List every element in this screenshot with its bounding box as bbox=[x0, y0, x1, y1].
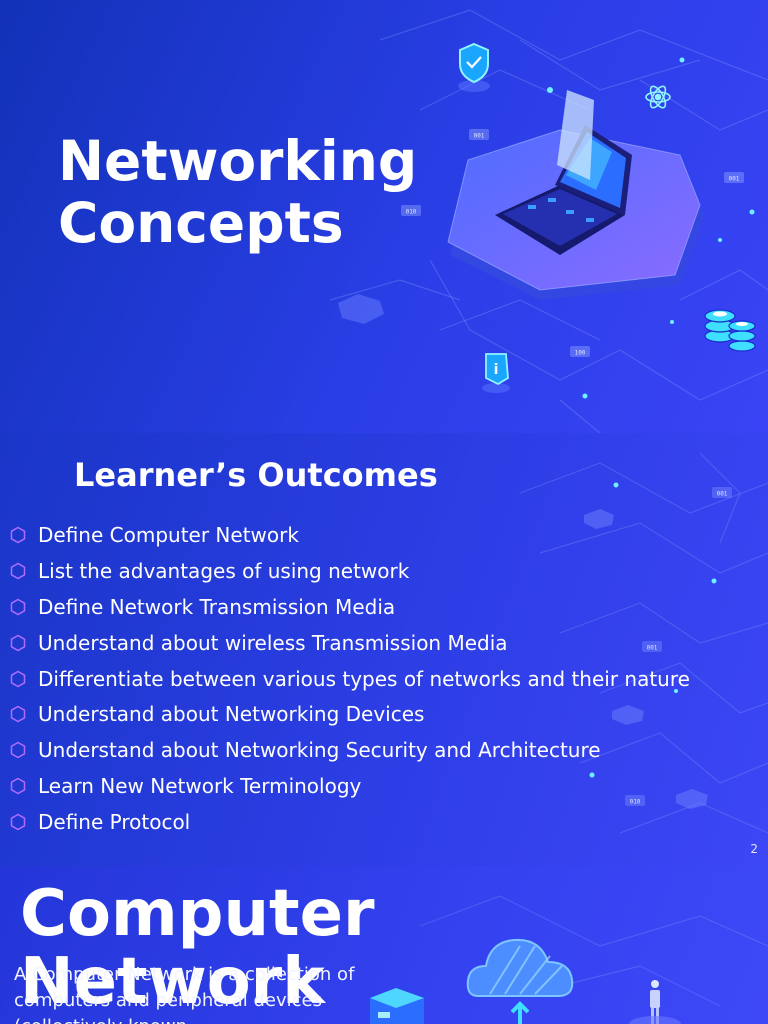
binary-tag-label: 001 bbox=[729, 176, 740, 183]
binary-tag bbox=[712, 487, 732, 498]
database-icon bbox=[704, 309, 756, 352]
hexagon-bullet-icon bbox=[10, 562, 26, 580]
binary-tag bbox=[642, 641, 662, 652]
binary-tag-label: 010 bbox=[630, 799, 641, 806]
outcomes-slide: 001 001 010 Learner’s Outcomes Define Comp… bbox=[0, 433, 768, 866]
outcome-item: Understand about Networking Security and… bbox=[0, 734, 690, 770]
floor-hexagon bbox=[584, 509, 614, 529]
outcome-text: Define Computer Network bbox=[38, 523, 299, 547]
outcome-item: Differentiate between various types of n… bbox=[0, 663, 690, 699]
person-icon bbox=[629, 980, 681, 1024]
circuit-background: 001 001 010 bbox=[519, 452, 768, 834]
outcome-text: Define Protocol bbox=[38, 810, 191, 835]
floor-hexagon bbox=[338, 294, 384, 324]
outcome-text: Differentiate between various types of n… bbox=[38, 666, 690, 691]
binary-tag-label: 001 bbox=[647, 645, 658, 652]
binary-tag bbox=[625, 795, 645, 806]
binary-tag bbox=[570, 346, 590, 357]
binary-tag bbox=[401, 205, 421, 216]
hexagon-bullet-icon bbox=[10, 598, 26, 616]
hexagon-bullet-icon bbox=[10, 813, 26, 831]
outcome-text: Understand about wireless Transmission M… bbox=[38, 630, 508, 655]
binary-tag-label: 100 bbox=[575, 350, 586, 357]
outcome-item: Understand about wireless Transmission M… bbox=[0, 627, 690, 663]
outcome-text: Understand about Networking Devices bbox=[38, 702, 425, 727]
binary-tag-label: 001 bbox=[474, 133, 485, 140]
outcome-item: List the advantages of using network bbox=[0, 555, 690, 591]
outcome-item: Learn New Network Terminology bbox=[0, 770, 690, 806]
server-icon bbox=[370, 988, 424, 1024]
hexagon-bullet-icon bbox=[10, 670, 26, 687]
slide-title: Networking Concepts bbox=[58, 129, 418, 255]
hexagon-bullet-icon bbox=[10, 706, 26, 723]
hexagon-bullet-icon bbox=[10, 777, 26, 795]
floor-hexagon bbox=[612, 705, 644, 725]
title-slide: i 001 010 001 100 Networking Concepts bbox=[0, 0, 768, 433]
hexagon-bullet-icon bbox=[10, 741, 26, 759]
shield-check-icon bbox=[458, 42, 490, 92]
binary-tag bbox=[469, 129, 489, 140]
hexagon-bullet-icon bbox=[10, 526, 26, 544]
outcome-item: Define Computer Network bbox=[0, 519, 690, 555]
page-number: 2 bbox=[750, 842, 758, 856]
binary-tag-label: 010 bbox=[406, 209, 417, 216]
outcome-text: List the advantages of using network bbox=[38, 558, 410, 583]
binary-tag-label: 001 bbox=[717, 491, 728, 498]
network-illustration bbox=[370, 895, 768, 1024]
slide-title: Computer Network bbox=[20, 877, 375, 1019]
network-definition: A Computer Network is a collection of co… bbox=[14, 964, 355, 1024]
floor-hexagon bbox=[676, 789, 708, 809]
svg-text:i: i bbox=[494, 362, 499, 378]
circuit-background: i 001 010 001 100 bbox=[329, 9, 768, 433]
cloud-icon bbox=[466, 938, 574, 1024]
outcome-text: Understand about Networking Security and… bbox=[38, 738, 601, 763]
laptop-illustration bbox=[447, 90, 705, 300]
binary-tag bbox=[724, 172, 744, 183]
atom-icon bbox=[645, 85, 671, 109]
hexagon-bullet-icon bbox=[10, 634, 26, 652]
outcome-item: Understand about Networking Devices bbox=[0, 698, 690, 734]
outcome-text: Learn New Network Terminology bbox=[38, 774, 362, 799]
outcomes-heading: Learner’s Outcomes bbox=[74, 456, 438, 494]
outcome-item: Define Protocol bbox=[0, 806, 690, 842]
outcome-text: Define Network Transmission Media bbox=[38, 594, 396, 619]
computer-network-slide: Computer Network A Computer Network is a… bbox=[0, 866, 768, 1024]
outcome-item: Define Network Transmission Media bbox=[0, 591, 690, 627]
info-icon: i bbox=[482, 353, 510, 393]
